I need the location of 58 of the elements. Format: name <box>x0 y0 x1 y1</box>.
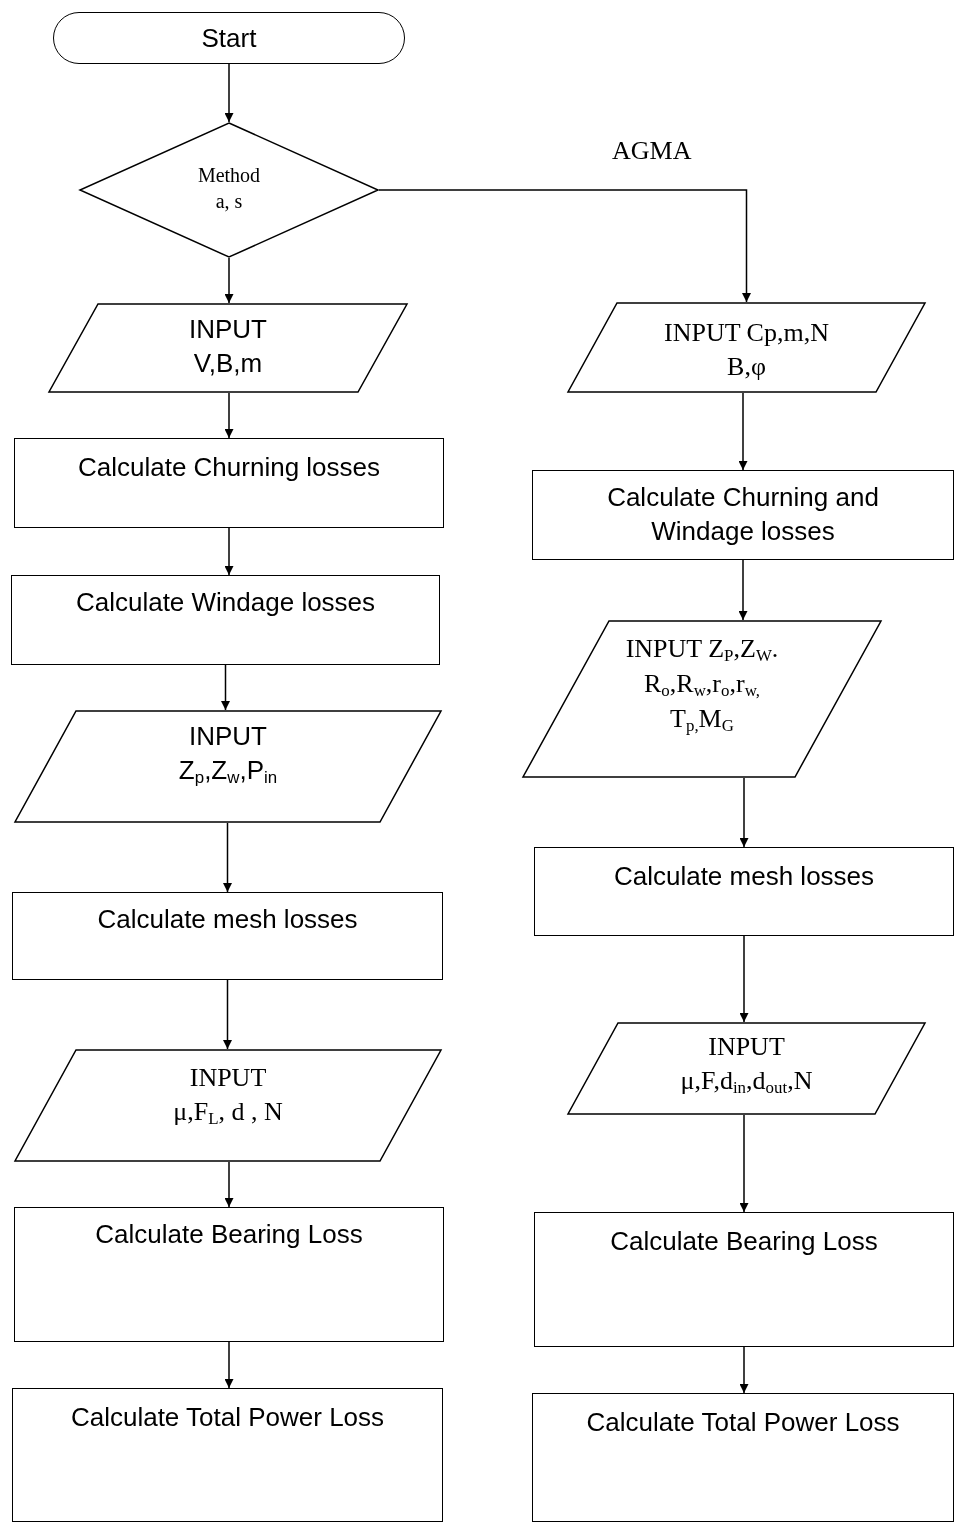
node-label: T$_{p,}$M$_{G}$ <box>670 703 734 738</box>
node-label: INPUT <box>189 1062 267 1094</box>
process-box <box>14 438 444 528</box>
process-box <box>532 470 954 560</box>
arrow <box>738 559 748 621</box>
node-label: Calculate Bearing Loss <box>95 1218 363 1251</box>
arrow <box>224 527 234 576</box>
input-parallelogram <box>14 1049 442 1162</box>
arrow <box>739 1346 749 1394</box>
input-parallelogram <box>14 710 442 823</box>
node-label: Method <box>197 163 261 188</box>
node-label: R$_{o}$,R$_{w}$,r$_{o}$,r$_{w,}$ <box>644 668 760 703</box>
node-label: Calculate Windage losses <box>75 586 376 619</box>
arrow <box>224 63 234 123</box>
process-box <box>534 847 954 936</box>
node-label: μ,F,d$_{in}$,d$_{out}$,N <box>680 1064 813 1099</box>
node-label: Calculate Churning losses <box>77 451 380 484</box>
arrow <box>223 822 232 893</box>
node-label: Calculate Total Power Loss <box>70 1401 385 1434</box>
node-label: V,B,m <box>193 346 263 380</box>
process-box <box>14 1207 444 1342</box>
decision-diamond <box>79 122 379 258</box>
arrow <box>739 935 749 1023</box>
arrow <box>738 392 748 471</box>
arrow <box>224 1161 234 1208</box>
arrow <box>378 189 751 303</box>
node-label: Z$_{p}$,Z$_{w}$,P$_{in}$ <box>178 753 278 789</box>
input-parallelogram <box>567 1022 926 1115</box>
process-box <box>12 1388 443 1522</box>
arrow <box>224 392 234 439</box>
input-parallelogram <box>522 620 882 778</box>
arrow <box>221 664 230 711</box>
process-box <box>12 892 443 980</box>
start-terminal <box>53 12 405 64</box>
node-label: INPUT Cp,m,N <box>664 317 829 349</box>
node-label: INPUT <box>189 720 267 753</box>
process-box <box>532 1393 954 1522</box>
node-label: INPUT <box>708 1031 785 1063</box>
process-box <box>11 575 440 665</box>
node-label: Calculate Bearing Loss <box>610 1225 878 1258</box>
node-label: a, s <box>215 189 243 214</box>
node-label: Calculate Churning and Windage losses <box>606 481 880 548</box>
node-label: Start <box>201 22 257 55</box>
input-parallelogram <box>48 303 408 393</box>
node-label: INPUT <box>189 313 267 346</box>
input-parallelogram <box>567 302 926 393</box>
arrow <box>739 1114 749 1213</box>
node-label: Calculate mesh losses <box>97 903 358 936</box>
node-label: μ,F$_{L}$, d , N <box>173 1095 283 1130</box>
arrow <box>223 979 232 1050</box>
node-label: B,φ <box>727 350 766 383</box>
node-label: Calculate Total Power Loss <box>586 1406 900 1439</box>
arrow <box>739 777 749 848</box>
process-box <box>534 1212 954 1347</box>
arrow <box>224 257 234 304</box>
node-label: INPUT Z$_{P}$,Z$_{W}$. <box>625 633 779 668</box>
arrow <box>224 1341 234 1389</box>
node-label: Calculate mesh losses <box>613 860 875 893</box>
